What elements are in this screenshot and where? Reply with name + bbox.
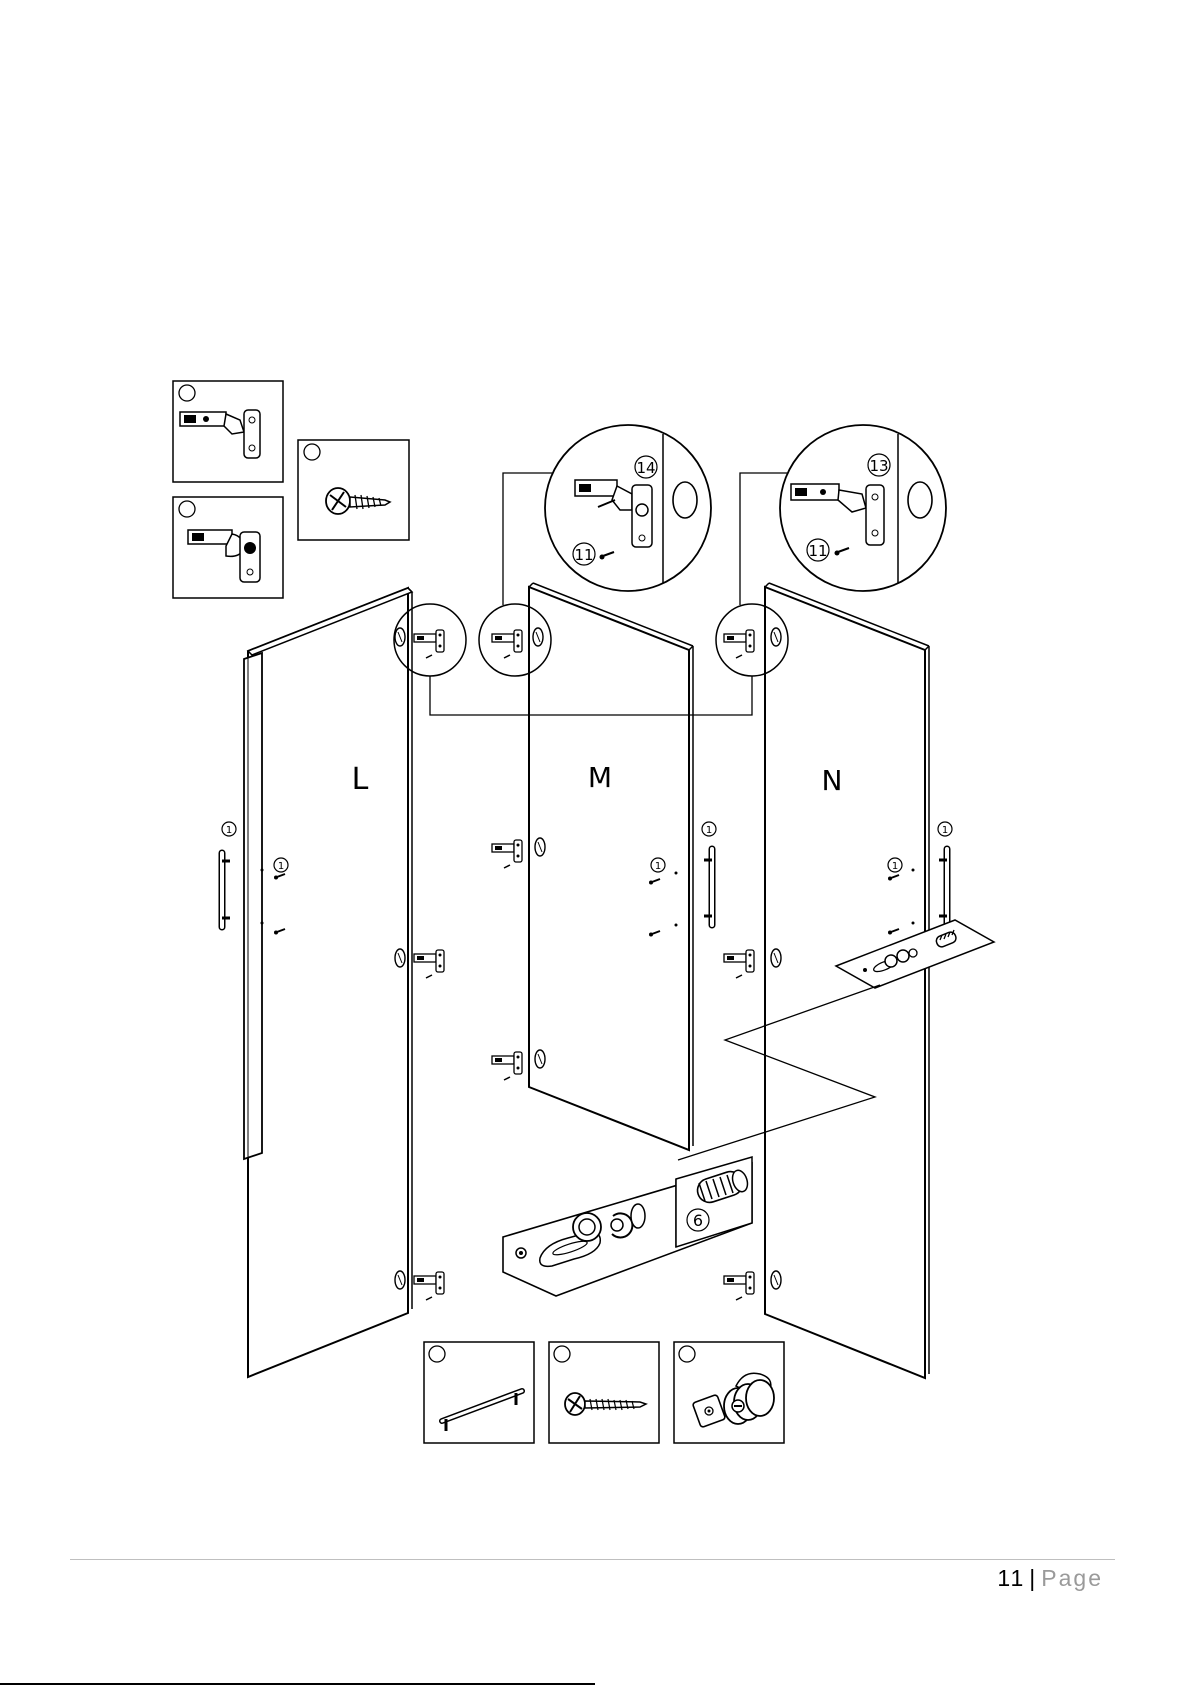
handle-marker-m: 1 <box>702 822 716 836</box>
page-label: Page <box>1041 1565 1103 1591</box>
svg-text:13: 13 <box>869 457 888 475</box>
svg-text:1: 1 <box>655 861 661 872</box>
panel-m-label: M <box>588 761 612 794</box>
svg-text:14: 14 <box>636 459 655 477</box>
page-separator: | <box>1025 1565 1041 1591</box>
screw-marker-n: 1 <box>888 858 902 872</box>
panel-n <box>724 583 929 1378</box>
legend-hinge-b <box>173 497 283 598</box>
handle-l <box>222 853 230 927</box>
legend-cam-lock <box>674 1342 784 1443</box>
legend-hinge-a <box>173 381 283 482</box>
page-number-value: 11 <box>997 1565 1025 1591</box>
svg-text:6: 6 <box>693 1211 703 1230</box>
lock-detail-large <box>503 1157 752 1296</box>
svg-text:1: 1 <box>278 861 284 872</box>
legend-handle <box>424 1342 534 1443</box>
handle-marker-n: 1 <box>938 822 952 836</box>
panel-l <box>244 588 444 1377</box>
handle-marker-l: 1 <box>222 822 236 836</box>
callout-11b: 11 <box>807 539 829 561</box>
callout-11a: 11 <box>573 543 595 565</box>
svg-text:1: 1 <box>892 861 898 872</box>
legend-screw-short <box>298 440 409 540</box>
handle-n <box>939 849 947 925</box>
footer-rule <box>70 1559 1115 1560</box>
handle-m <box>704 849 712 925</box>
svg-text:1: 1 <box>706 825 712 836</box>
page-number: 11|Page <box>997 1565 1103 1592</box>
screw-marker-l: 1 <box>274 858 288 872</box>
screw-marker-m: 1 <box>651 858 665 872</box>
callout-13: 13 <box>868 454 890 476</box>
callout-14: 14 <box>635 456 657 478</box>
detail-circle-a <box>545 425 711 591</box>
svg-text:11: 11 <box>574 546 593 564</box>
svg-text:1: 1 <box>226 825 232 836</box>
panel-l-label: L <box>352 762 369 797</box>
svg-text:1: 1 <box>942 825 948 836</box>
panel-n-label: N <box>822 764 843 797</box>
callout-6: 6 <box>687 1209 709 1231</box>
legend-screw-long <box>549 1342 659 1443</box>
detail-circle-b <box>780 425 946 591</box>
svg-text:11: 11 <box>808 542 827 560</box>
